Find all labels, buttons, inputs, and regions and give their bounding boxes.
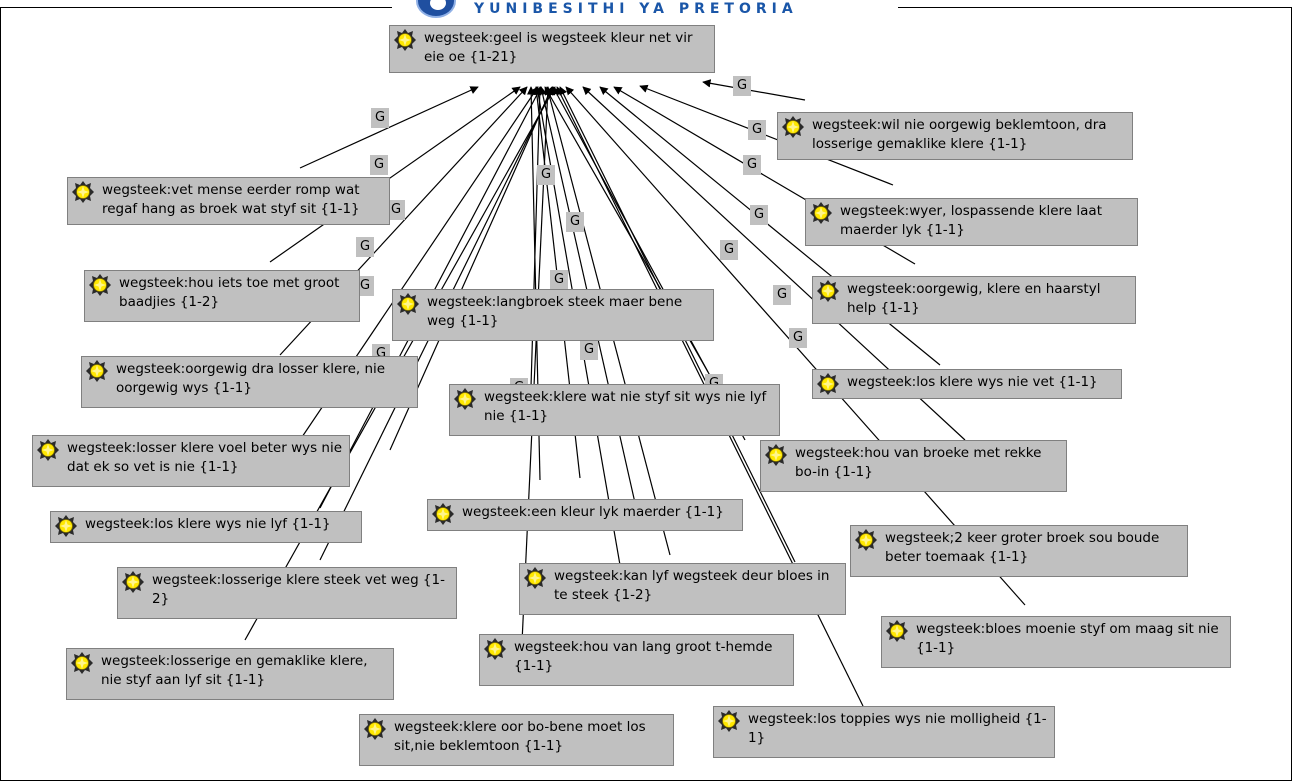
node-label: wegsteek:wil nie oorgewig beklemtoon, dr…: [812, 117, 1107, 152]
node-label: wegsteek:losserige klere steek vet weg {…: [152, 572, 445, 607]
quotation-node[interactable]: wegsteek:los toppies wys nie molligheid …: [713, 706, 1055, 758]
quotation-node[interactable]: wegsteek:losserige en gemaklike klere, n…: [66, 648, 394, 700]
quotation-icon: [397, 293, 419, 315]
quotation-icon: [86, 360, 108, 382]
quotation-node[interactable]: wegsteek:klere wat nie styf sit wys nie …: [449, 384, 780, 436]
link-label: G: [371, 108, 389, 128]
node-label: wegsteek:hou van broeke met rekke bo-in …: [795, 445, 1042, 480]
quotation-node[interactable]: wegsteek:losserige klere steek vet weg {…: [117, 567, 457, 619]
quotation-node[interactable]: wegsteek:bloes moenie styf om maag sit n…: [881, 616, 1231, 668]
link-label: G: [748, 120, 766, 140]
node-label: wegsteek:klere wat nie styf sit wys nie …: [484, 389, 767, 424]
quotation-node[interactable]: wegsteek:oorgewig, klere en haarstyl hel…: [812, 276, 1136, 324]
node-label: wegsteek:oorgewig dra losser klere, nie …: [116, 361, 386, 396]
link-label: G: [537, 165, 555, 185]
link-label: G: [720, 240, 738, 260]
link-line: [529, 86, 544, 421]
link-label: G: [356, 237, 374, 257]
node-label: wegsteek:los klere wys nie vet {1-1}: [847, 374, 1098, 390]
quotation-icon: [37, 439, 59, 461]
link-label: G: [387, 200, 405, 220]
node-label: wegsteek:kan lyf wegsteek deur bloes in …: [554, 568, 830, 603]
node-label: wegsteek:langbroek steek maer bene weg {…: [427, 294, 683, 329]
quotation-node[interactable]: wegsteek:langbroek steek maer bene weg {…: [392, 289, 714, 341]
quotation-node[interactable]: wegsteek:hou van lang groot t-hemde {1-1…: [479, 634, 794, 686]
quotation-node[interactable]: wegsteek:los klere wys nie lyf {1-1}: [50, 511, 362, 543]
quotation-node[interactable]: wegsteek:hou iets toe met groot baadjies…: [84, 270, 360, 322]
link-label: G: [743, 155, 761, 175]
quotation-node-root[interactable]: wegsteek:geel is wegsteek kleur net vir …: [389, 25, 715, 73]
quotation-node[interactable]: wegsteek:oorgewig dra losser klere, nie …: [81, 356, 418, 408]
node-label: wegsteek:geel is wegsteek kleur net vir …: [424, 30, 693, 65]
quotation-icon: [810, 202, 832, 224]
node-label: wegsteek:bloes moenie styf om maag sit n…: [916, 621, 1219, 656]
quotation-icon: [122, 571, 144, 593]
quotation-icon: [718, 710, 740, 732]
node-label: wegsteek:hou van lang groot t-hemde {1-1…: [514, 639, 773, 674]
quotation-icon: [782, 116, 804, 138]
quotation-icon: [817, 373, 839, 395]
node-label: wegsteek:wyer, lospassende klere laat ma…: [840, 203, 1102, 238]
quotation-icon: [72, 181, 94, 203]
node-label: wegsteek:los toppies wys nie molligheid …: [748, 711, 1047, 746]
link-label: G: [356, 276, 374, 296]
quotation-icon: [55, 515, 77, 537]
quotation-node[interactable]: wegsteek:een kleur lyk maerder {1-1}: [427, 499, 743, 531]
link-line: [702, 79, 806, 101]
link-label: G: [789, 328, 807, 348]
quotation-icon: [71, 652, 93, 674]
quotation-node[interactable]: wegsteek:los klere wys nie vet {1-1}: [812, 369, 1122, 399]
quotation-icon: [524, 567, 546, 589]
node-label: wegsteek:los klere wys nie lyf {1-1}: [85, 516, 331, 532]
link-label: G: [566, 212, 584, 232]
quotation-node[interactable]: wegsteek:wyer, lospassende klere laat ma…: [805, 198, 1138, 246]
quotation-node[interactable]: wegsteek:wil nie oorgewig beklemtoon, dr…: [777, 112, 1133, 160]
link-line: [269, 86, 521, 263]
link-label: G: [580, 340, 598, 360]
university-logo: YUNIBESITHI YA PRETORIA: [392, 0, 898, 24]
quotation-node[interactable]: wegsteek:hou van broeke met rekke bo-in …: [760, 440, 1067, 492]
quotation-icon: [817, 280, 839, 302]
node-label: wegsteek;2 keer groter broek sou boude b…: [885, 530, 1160, 565]
university-seal-icon: [416, 0, 456, 18]
node-label: wegsteek:hou iets toe met groot baadjies…: [119, 275, 340, 310]
quotation-icon: [765, 444, 787, 466]
quotation-node[interactable]: wegsteek:vet mense eerder romp wat regaf…: [67, 177, 390, 225]
node-label: wegsteek:oorgewig, klere en haarstyl hel…: [847, 281, 1101, 316]
node-label: wegsteek:losser klere voel beter wys nie…: [67, 440, 343, 475]
quotation-node[interactable]: wegsteek:klere oor bo-bene moet los sit,…: [359, 714, 674, 766]
quotation-node[interactable]: wegsteek:losser klere voel beter wys nie…: [32, 435, 350, 487]
quotation-icon: [89, 274, 111, 296]
quotation-icon: [886, 620, 908, 642]
link-label: G: [370, 155, 388, 175]
quotation-icon: [454, 388, 476, 410]
quotation-icon: [432, 503, 454, 525]
logo-text: YUNIBESITHI YA PRETORIA: [474, 1, 798, 17]
quotation-node[interactable]: wegsteek;2 keer groter broek sou boude b…: [850, 525, 1188, 577]
quotation-icon: [484, 638, 506, 660]
link-line: [299, 86, 479, 169]
node-label: wegsteek:losserige en gemaklike klere, n…: [101, 653, 368, 688]
node-label: wegsteek:vet mense eerder romp wat regaf…: [102, 182, 360, 217]
quotation-icon: [394, 29, 416, 51]
link-line: [639, 84, 894, 186]
quotation-icon: [364, 718, 386, 740]
quotation-icon: [855, 529, 877, 551]
link-label: G: [733, 76, 751, 96]
node-label: wegsteek:klere oor bo-bene moet los sit,…: [394, 719, 646, 754]
node-label: wegsteek:een kleur lyk maerder {1-1}: [462, 504, 724, 520]
link-label: G: [550, 270, 568, 290]
quotation-node[interactable]: wegsteek:kan lyf wegsteek deur bloes in …: [519, 563, 846, 615]
link-label: G: [773, 285, 791, 305]
link-label: G: [750, 205, 768, 225]
